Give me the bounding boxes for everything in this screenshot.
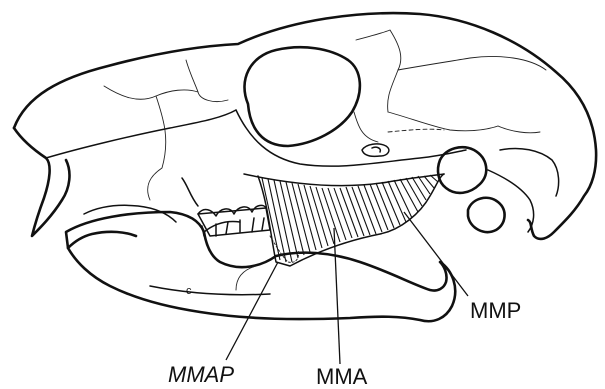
suture-6 [388, 112, 498, 131]
mandible-line-2 [236, 266, 256, 290]
ear-opening [468, 198, 505, 232]
orbit-outline [244, 47, 359, 146]
molar-crowns [198, 205, 266, 216]
suture-4 [356, 30, 401, 112]
dashed-line [388, 129, 444, 132]
mmap-label: MMAP [168, 362, 234, 387]
suture-1 [148, 96, 166, 200]
mandible-line-1 [150, 286, 270, 295]
masseter-outline [258, 174, 444, 266]
mmp-label: MMP [470, 298, 521, 323]
zygomatic-arch [236, 110, 466, 166]
c-label: c [186, 285, 192, 297]
mma-leader [334, 228, 340, 364]
suture-2 [104, 86, 198, 99]
suture-3 [186, 60, 228, 102]
paroccipital [500, 148, 559, 196]
upper-incisor [14, 128, 69, 236]
foramen-inner [372, 147, 380, 152]
rostrum-line [46, 110, 236, 158]
mma-label: MMA [316, 364, 368, 389]
suture-7 [354, 112, 378, 142]
suture-8 [498, 126, 540, 133]
molar-upper-detail [182, 178, 198, 206]
mmap-leader [226, 262, 278, 360]
foramen [362, 144, 389, 156]
auditory-bulla [438, 147, 486, 193]
lower-incisor [68, 232, 136, 248]
coronoid-process [204, 221, 240, 232]
suture-5 [398, 57, 546, 71]
